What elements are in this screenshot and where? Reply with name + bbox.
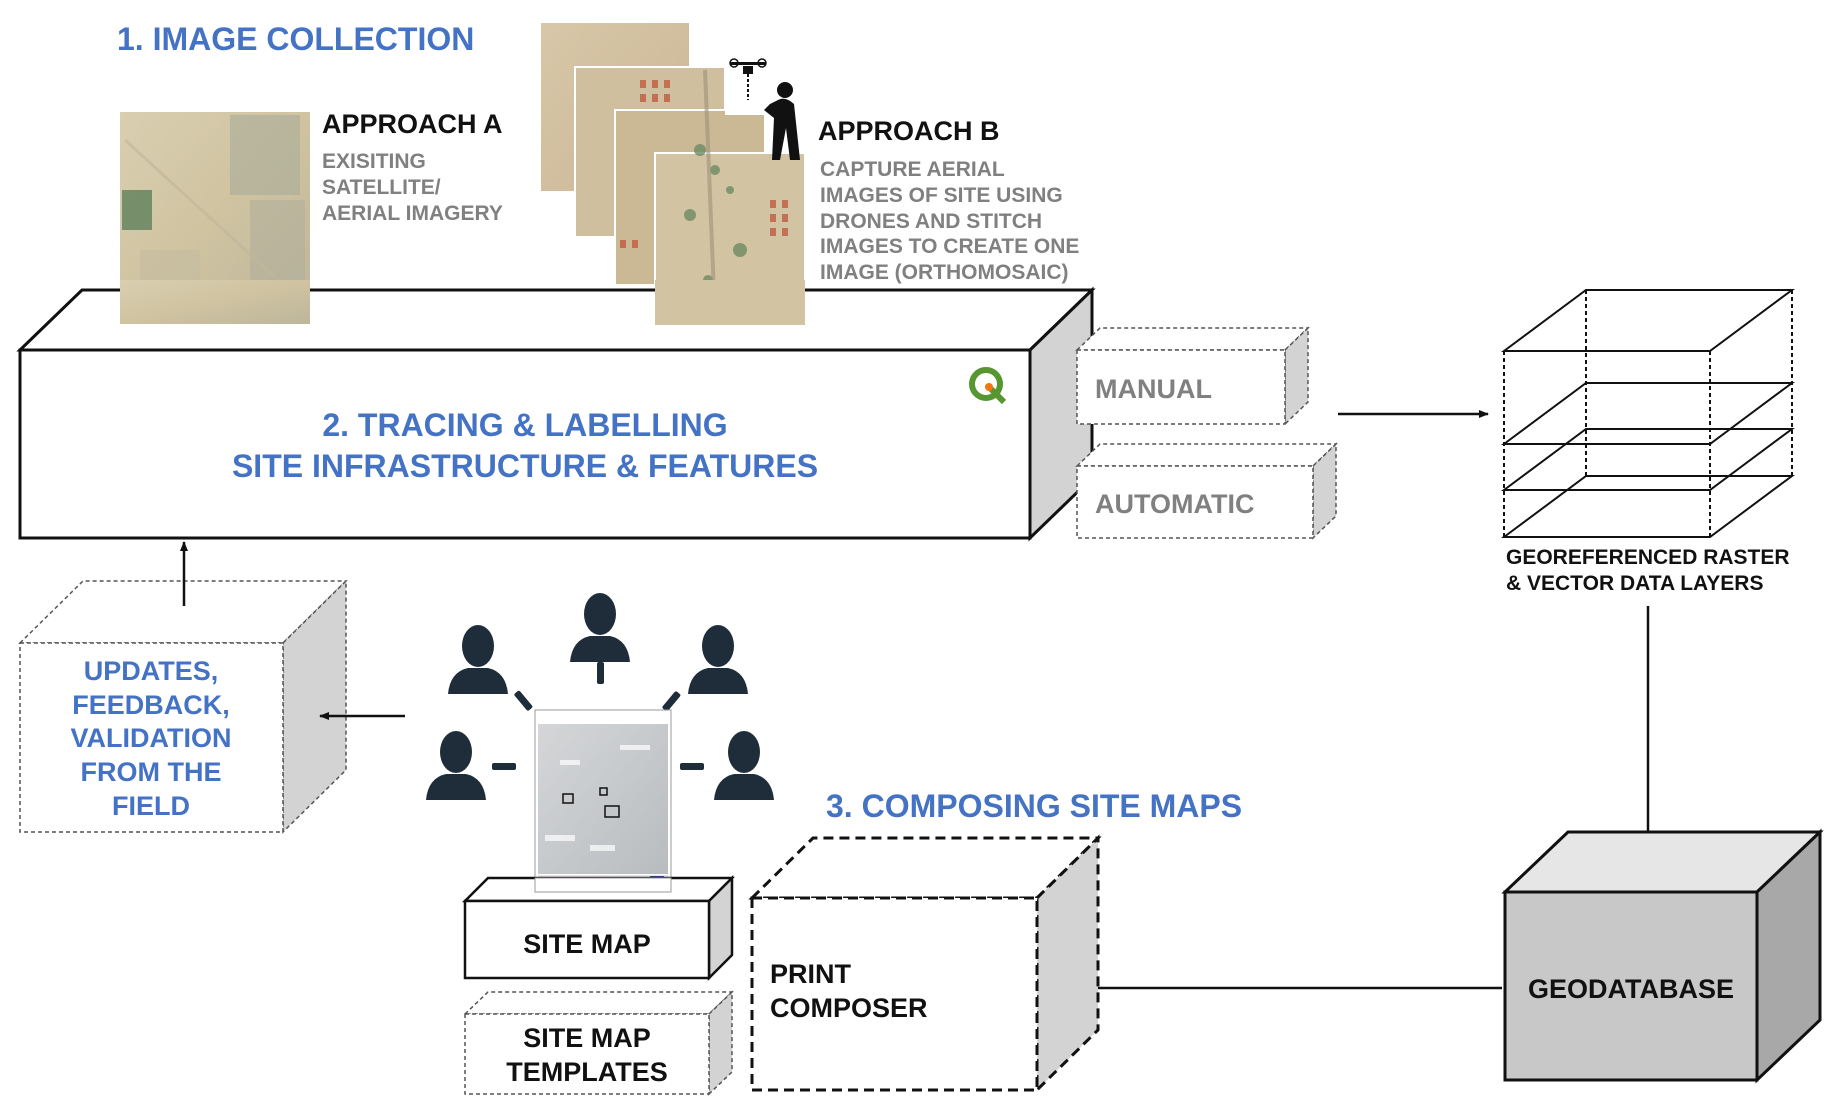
field-users-group xyxy=(426,593,774,800)
tracing-title-line-2: SITE INFRASTRUCTURE & FEATURES xyxy=(232,448,818,484)
approach-b-desc-line-3: DRONES AND STITCH xyxy=(820,210,1042,233)
updates-label-line-1: UPDATES, xyxy=(84,656,219,686)
drone-operator-icon xyxy=(725,55,807,160)
site-map-box xyxy=(461,874,736,982)
orthomosaic-image-stack xyxy=(539,21,806,326)
site-map-label: SITE MAP xyxy=(523,929,651,959)
updates-label-line-5: FIELD xyxy=(112,791,190,821)
manual-label: MANUAL xyxy=(1095,374,1212,404)
site-map-templates-label-line-2: TEMPLATES xyxy=(506,1057,668,1087)
updates-label-line-2: FEEDBACK, xyxy=(72,690,230,720)
person-icon xyxy=(688,625,748,694)
updates-label-line-3: VALIDATION xyxy=(71,723,232,753)
approach-b-desc-line-4: IMAGES TO CREATE ONE xyxy=(820,235,1079,258)
geodatabase-label: GEODATABASE xyxy=(1528,974,1734,1004)
approach-b-desc-line-1: CAPTURE AERIAL xyxy=(820,158,1005,181)
print-composer-box xyxy=(748,834,1102,1094)
data-layers-label-line-2: & VECTOR DATA LAYERS xyxy=(1506,572,1763,595)
approach-a-desc-line-2: SATELLITE/ xyxy=(322,176,441,199)
composing-title: 3. COMPOSING SITE MAPS xyxy=(826,788,1242,824)
automatic-box xyxy=(1075,442,1338,540)
site-map-preview xyxy=(534,709,672,893)
site-map-templates-label-line-1: SITE MAP xyxy=(523,1023,651,1053)
approach-a-title: APPROACH A xyxy=(322,109,503,139)
approach-a-desc-line-3: AERIAL IMAGERY xyxy=(322,202,503,225)
data-layers-label-line-1: GEOREFERENCED RASTER xyxy=(1506,546,1790,569)
person-icon xyxy=(426,731,486,800)
tracing-title-line-1: 2. TRACING & LABELLING xyxy=(322,407,727,443)
data-layers-stack xyxy=(1500,289,1796,538)
approach-a-desc-line-1: EXISITING xyxy=(322,150,426,173)
automatic-label: AUTOMATIC xyxy=(1095,489,1254,519)
print-composer-label-line-2: COMPOSER xyxy=(770,993,928,1023)
print-composer-label-line-1: PRINT xyxy=(770,959,852,989)
geodatabase-box xyxy=(1501,828,1824,1084)
updates-feedback-box xyxy=(18,579,348,834)
approach-b-title: APPROACH B xyxy=(818,116,1000,146)
person-icon xyxy=(714,731,774,800)
person-icon xyxy=(448,625,508,694)
updates-label-line-4: FROM THE xyxy=(81,757,222,787)
approach-b-desc-line-5: IMAGE (ORTHOMOSAIC) xyxy=(820,261,1068,284)
person-icon xyxy=(570,593,630,662)
manual-box xyxy=(1075,326,1310,426)
approach-b-desc-line-2: IMAGES OF SITE USING xyxy=(820,184,1063,207)
site-map-templates-box xyxy=(463,990,734,1096)
image-collection-title: 1. IMAGE COLLECTION xyxy=(117,21,474,57)
qgis-logo-icon xyxy=(969,367,1007,405)
